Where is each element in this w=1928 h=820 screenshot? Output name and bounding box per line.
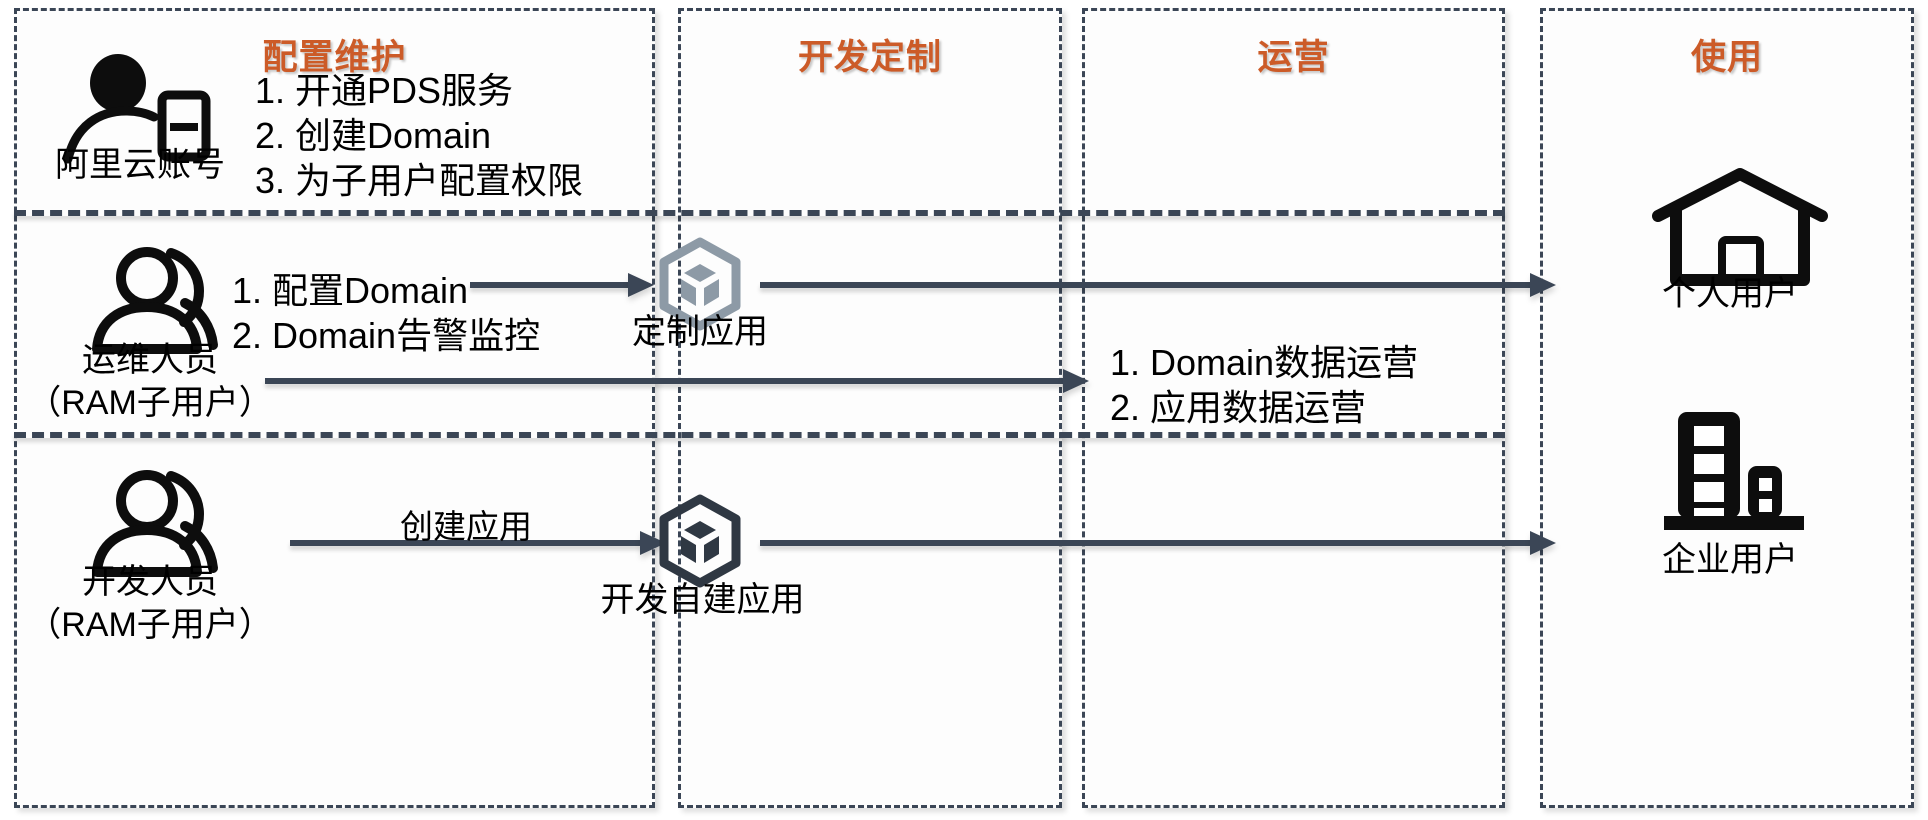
person-with-id-card-icon bbox=[60, 54, 220, 165]
column-title-operations: 运营 bbox=[1257, 38, 1330, 77]
column-panel-development: 开发定制 bbox=[678, 8, 1062, 808]
config-steps-ops: 1. 配置Domain 2. Domain告警监控 bbox=[232, 270, 541, 356]
cube-hexagon-icon-custom-app bbox=[655, 237, 745, 331]
actor-label-ops-line1: 运维人员 bbox=[82, 341, 218, 379]
operations-steps: 1. Domain数据运营 2. 应用数据运营 bbox=[1110, 342, 1419, 428]
office-building-icon bbox=[1660, 404, 1820, 532]
end-user-label-enterprise: 企业用户 bbox=[1662, 541, 1798, 579]
column-panel-usage: 使用 bbox=[1540, 8, 1914, 808]
row-separator-2 bbox=[14, 432, 1505, 438]
column-title-usage: 使用 bbox=[1690, 38, 1763, 77]
actor-label-account: 阿里云账号 bbox=[55, 146, 225, 184]
actor-label-dev-line2: （RAM子用户） bbox=[27, 606, 273, 644]
column-panel-config: 配置维护 bbox=[14, 8, 655, 808]
config-steps-account: 1. 开通PDS服务 2. 创建Domain 3. 为子用户配置权限 bbox=[255, 70, 584, 201]
actor-label-dev-line1: 开发人员 bbox=[82, 563, 218, 601]
house-icon bbox=[1650, 166, 1830, 291]
two-people-icon bbox=[85, 245, 235, 357]
app-label-selfbuilt: 开发自建应用 bbox=[600, 581, 805, 619]
actor-label-ops-line2: （RAM子用户） bbox=[27, 384, 273, 422]
end-user-label-personal: 个人用户 bbox=[1662, 275, 1798, 313]
two-people-icon-dev bbox=[85, 468, 235, 580]
column-panel-operations: 运营 bbox=[1082, 8, 1505, 808]
app-label-custom: 定制应用 bbox=[632, 313, 768, 351]
arrow-label-create-app: 创建应用 bbox=[400, 508, 532, 545]
column-title-config: 配置维护 bbox=[262, 38, 407, 77]
row-separator-1 bbox=[14, 210, 1505, 216]
cube-hexagon-icon-selfbuilt-app bbox=[655, 494, 745, 588]
column-title-development: 开发定制 bbox=[797, 38, 942, 77]
